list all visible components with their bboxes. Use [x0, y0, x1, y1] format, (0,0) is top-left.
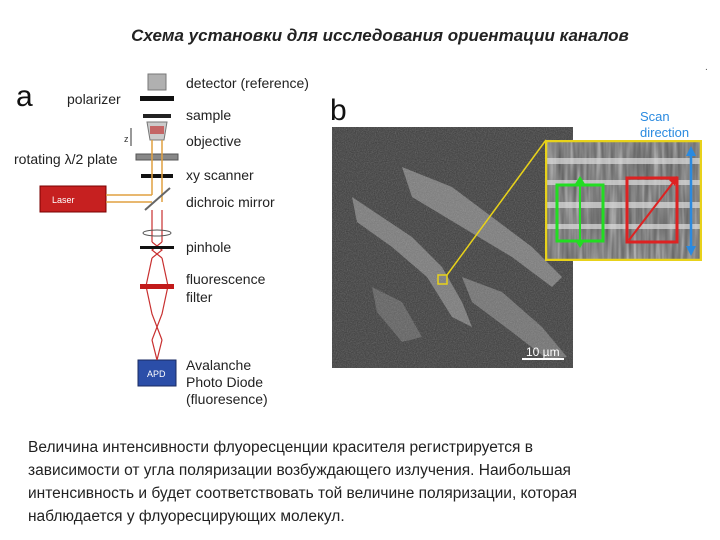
optical-setup-schematic: a z Laser APD polarizer detector (refere… — [14, 73, 309, 407]
polarizer-element — [140, 96, 174, 101]
xy-scanner-label: xy scanner — [186, 167, 254, 183]
laser-box — [39, 185, 107, 213]
page-title: Схема установки для исследования ориента… — [131, 26, 629, 45]
caption: Величина интенсивности флуоресценции кра… — [28, 436, 698, 528]
panel-a-letter: a — [16, 80, 33, 113]
fluorescence-label-line2: filter — [186, 289, 213, 305]
apd-label: APD — [147, 369, 166, 379]
red-arrow — [628, 179, 676, 241]
fluor-path-6 — [156, 339, 163, 361]
dichroic-mirror-element — [144, 187, 171, 211]
scan-direction-label-line2: direction — [640, 125, 689, 140]
fluorescence-micrograph: 10 µm — [332, 127, 573, 368]
panel-b-letter: b — [330, 94, 347, 127]
fluorescence-filter-element — [140, 284, 174, 289]
avalanche-label-line3: (fluoresence) — [186, 391, 268, 407]
laser-label: Laser — [52, 195, 75, 205]
rotating-plate-element — [135, 153, 179, 161]
pinhole-element — [140, 246, 174, 249]
polarizer-label: polarizer — [67, 91, 121, 107]
inset-stripes — [545, 158, 702, 229]
fluor-path-4 — [151, 257, 169, 341]
fluor-cross-2 — [151, 241, 163, 259]
avalanche-label-line1: Avalanche — [186, 357, 251, 373]
scan-arrow-head-up — [686, 146, 696, 156]
apd-box — [137, 359, 177, 387]
zoom-region-marker — [437, 274, 448, 285]
inset-border — [545, 140, 702, 261]
z-axis-label: z — [124, 134, 129, 144]
micrograph-noise — [332, 127, 573, 368]
detector-label: detector (reference) — [186, 75, 309, 91]
pinhole-label: pinhole — [186, 239, 231, 255]
green-arrow-head-down — [575, 240, 585, 248]
red-box — [625, 176, 679, 244]
xy-scanner-element — [141, 174, 173, 178]
dichroic-mirror-label: dichroic mirror — [186, 194, 275, 210]
scan-direction-label-wrap: Scan direction — [640, 109, 689, 140]
avalanche-label-line2: Photo Diode — [186, 374, 263, 390]
scale-bar-label: 10 µm — [526, 345, 560, 359]
rotating-plate-label: rotating λ/2 plate — [14, 151, 118, 167]
lens-element — [142, 229, 172, 237]
caption-line: интенсивность и будет соответствовать то… — [28, 485, 577, 502]
green-arrow-head-up — [575, 176, 585, 184]
stray-dot: . — [705, 62, 708, 73]
red-arrow-head — [669, 176, 677, 186]
sample-element — [143, 114, 171, 118]
zoom-leader-line — [446, 139, 547, 276]
caption-line: зависимости от угла поляризации возбужда… — [28, 462, 571, 479]
zoom-inset — [545, 140, 702, 261]
sample-label: sample — [186, 107, 231, 123]
fluor-path-5 — [151, 339, 158, 361]
objective-focus — [150, 126, 164, 134]
objective-label: objective — [186, 133, 241, 149]
caption-line: наблюдается у флуоресцирующих молекул. — [28, 508, 345, 525]
fluor-cross-1 — [151, 241, 163, 259]
fluorescence-label-line1: fluorescence — [186, 271, 266, 287]
panel-b-letter-wrap: b — [330, 94, 347, 127]
fluor-path-3 — [145, 257, 163, 341]
detector-box — [147, 73, 167, 91]
scan-direction-label-line1: Scan — [640, 109, 670, 124]
scan-arrow-head-down — [686, 246, 696, 256]
caption-line: Величина интенсивности флуоресценции кра… — [28, 439, 533, 456]
